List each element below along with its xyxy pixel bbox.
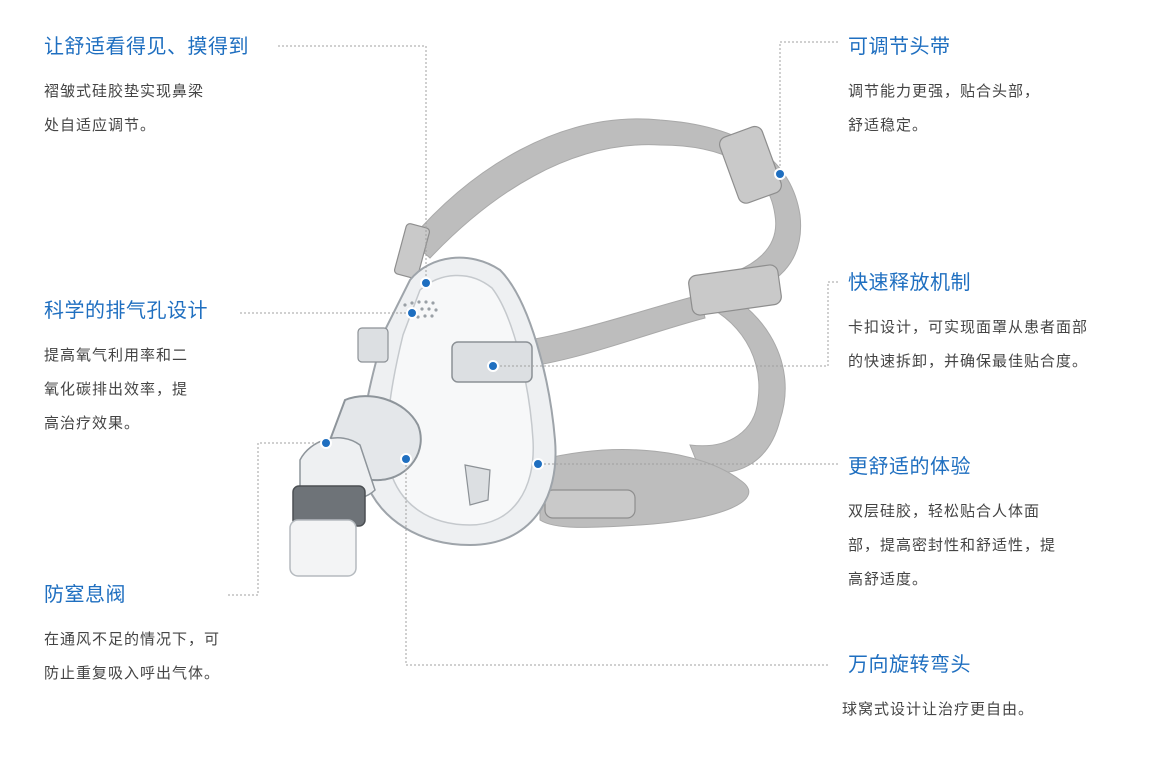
callout-visible-comfort: 让舒适看得见、摸得到 褶皱式硅胶垫实现鼻梁 处自适应调节。 xyxy=(44,32,249,142)
desc-line: 舒适稳定。 xyxy=(848,116,929,134)
callout-title: 更舒适的体验 xyxy=(848,454,971,478)
callout-title: 科学的排气孔设计 xyxy=(44,298,208,322)
callout-swivel-elbow: 万向旋转弯头 球窝式设计让治疗更自由。 xyxy=(842,650,1034,726)
desc-line: 处自适应调节。 xyxy=(44,116,157,134)
desc-line: 褶皱式硅胶垫实现鼻梁 xyxy=(44,82,205,100)
callout-title: 可调节头带 xyxy=(848,34,951,58)
mask-shell xyxy=(357,256,557,547)
elbow-connector xyxy=(289,395,422,577)
desc-line: 双层硅胶，轻松贴合人体面 xyxy=(848,502,1041,520)
callout-desc: 褶皱式硅胶垫实现鼻梁 处自适应调节。 xyxy=(44,74,249,142)
callout-desc: 卡扣设计，可实现面罩从患者面部 的快速拆卸，并确保最佳贴合度。 xyxy=(848,310,1088,378)
desc-line: 氧化碳排出效率，提 xyxy=(44,380,189,398)
callout-desc: 提高氧气利用率和二 氧化碳排出效率，提 高治疗效果。 xyxy=(44,338,208,440)
desc-line: 在通风不足的情况下，可 xyxy=(44,630,221,648)
leader-lines xyxy=(228,41,838,666)
marker-dots xyxy=(320,168,786,470)
desc-line: 卡扣设计，可实现面罩从患者面部 xyxy=(848,318,1089,336)
callout-exhaust-vent: 科学的排气孔设计 提高氧气利用率和二 氧化碳排出效率，提 高治疗效果。 xyxy=(44,296,208,440)
desc-line: 防止重复吸入呼出气体。 xyxy=(44,664,221,682)
desc-line: 调节能力更强，贴合头部， xyxy=(848,82,1041,100)
callout-title: 防窒息阀 xyxy=(44,582,126,606)
callout-title: 快速释放机制 xyxy=(848,270,971,294)
desc-line: 的快速拆卸，并确保最佳贴合度。 xyxy=(848,352,1089,370)
desc-line: 部，提高密封性和舒适性，提 xyxy=(848,536,1057,554)
callout-comfort-experience: 更舒适的体验 双层硅胶，轻松贴合人体面 部，提高密封性和舒适性，提 高舒适度。 xyxy=(848,452,1056,596)
callout-desc: 双层硅胶，轻松贴合人体面 部，提高密封性和舒适性，提 高舒适度。 xyxy=(848,494,1056,596)
desc-line: 提高氧气利用率和二 xyxy=(44,346,189,364)
strap-tabs xyxy=(393,125,782,519)
callout-adjustable-headgear: 可调节头带 调节能力更强，贴合头部， 舒适稳定。 xyxy=(848,32,1040,142)
desc-line: 高治疗效果。 xyxy=(44,414,141,432)
callout-desc: 在通风不足的情况下，可 防止重复吸入呼出气体。 xyxy=(44,622,220,690)
callout-quick-release: 快速释放机制 卡扣设计，可实现面罩从患者面部 的快速拆卸，并确保最佳贴合度。 xyxy=(848,268,1088,378)
callout-desc: 调节能力更强，贴合头部， 舒适稳定。 xyxy=(848,74,1040,142)
callout-anti-asphyxia-valve: 防窒息阀 在通风不足的情况下，可 防止重复吸入呼出气体。 xyxy=(44,580,220,690)
callout-desc: 球窝式设计让治疗更自由。 xyxy=(842,692,1034,726)
callout-title: 让舒适看得见、摸得到 xyxy=(44,34,249,58)
callout-title: 万向旋转弯头 xyxy=(848,652,971,676)
desc-line: 球窝式设计让治疗更自由。 xyxy=(842,700,1035,718)
desc-line: 高舒适度。 xyxy=(848,570,929,588)
